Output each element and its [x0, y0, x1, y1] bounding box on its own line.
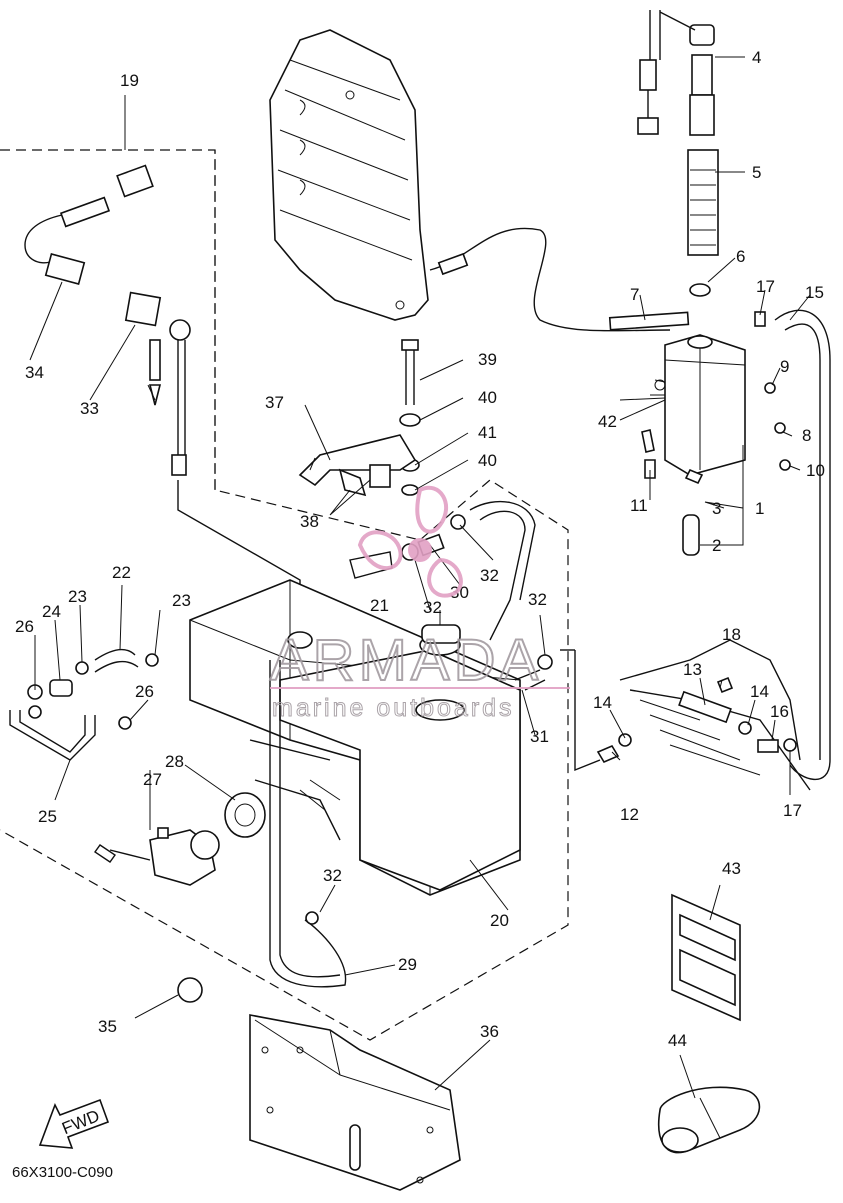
diagram-code: 66X3100-C090 — [12, 1164, 113, 1181]
sub-tank-assembly — [608, 10, 831, 781]
callout-22: 22 — [112, 563, 131, 582]
callout-9: 9 — [780, 357, 789, 376]
callout-2: 2 — [712, 536, 721, 555]
callout-6: 6 — [736, 247, 745, 266]
callout-14a: 14 — [593, 693, 612, 712]
callout-32b: 32 — [423, 598, 442, 617]
engine-cover — [269, 29, 671, 332]
callout-26a: 26 — [15, 617, 34, 636]
callout-41: 41 — [478, 423, 497, 442]
callout-34: 34 — [25, 363, 44, 382]
callout-15: 15 — [805, 283, 824, 302]
callout-16: 16 — [770, 702, 789, 721]
callout-13: 13 — [683, 660, 702, 679]
leader-lines — [29, 56, 811, 1099]
right-hoses — [560, 639, 811, 791]
callout-4: 4 — [752, 48, 761, 67]
protective-sleeve — [658, 1086, 761, 1154]
fuel-pump — [94, 792, 266, 886]
callout-24: 24 — [42, 602, 61, 621]
callout-30: 30 — [450, 583, 469, 602]
callout-23a: 23 — [68, 587, 87, 606]
callout-36: 36 — [480, 1022, 499, 1041]
callout-26b: 26 — [135, 682, 154, 701]
callout-27: 27 — [143, 770, 162, 789]
callout-12: 12 — [620, 805, 639, 824]
callout-40b: 40 — [478, 451, 497, 470]
callout-8: 8 — [802, 426, 811, 445]
callout-7: 7 — [630, 285, 639, 304]
fwd-arrow: FWD — [38, 1098, 110, 1149]
callout-37: 37 — [265, 393, 284, 412]
callout-17b: 17 — [783, 801, 802, 820]
callout-33: 33 — [80, 399, 99, 418]
fwd-label: FWD — [59, 1106, 102, 1138]
propeller-logo-icon — [357, 485, 463, 598]
callout-21: 21 — [370, 596, 389, 615]
callout-39: 39 — [478, 350, 497, 369]
callout-11: 11 — [630, 496, 648, 515]
callout-43: 43 — [722, 859, 741, 878]
left-fuel-hoses — [9, 648, 159, 761]
callout-25: 25 — [38, 807, 57, 826]
callout-1: 1 — [755, 499, 764, 518]
callout-19: 19 — [120, 71, 139, 90]
mounting-hardware — [298, 339, 421, 497]
callout-labels: 4 5 6 7 17 15 9 42 8 10 11 3 1 2 19 34 3… — [15, 48, 825, 1050]
callout-32a: 32 — [480, 566, 499, 585]
mounting-bracket — [249, 1014, 461, 1191]
fuel-tank — [189, 579, 521, 896]
wiring-harness — [24, 164, 301, 640]
callout-3: 3 — [712, 499, 721, 518]
callout-29: 29 — [398, 955, 417, 974]
watermark: ARMADA marine outboards — [269, 485, 570, 723]
callout-28: 28 — [165, 752, 184, 771]
callout-38: 38 — [300, 512, 319, 531]
callout-23b: 23 — [172, 591, 191, 610]
callout-32d: 32 — [323, 866, 342, 885]
watermark-subtitle: marine outboards — [272, 694, 515, 722]
callout-17a: 17 — [756, 277, 775, 296]
callout-10: 10 — [806, 461, 825, 480]
callout-44: 44 — [668, 1031, 687, 1050]
caution-label — [671, 893, 741, 1022]
callout-20: 20 — [490, 911, 509, 930]
callout-31: 31 — [530, 727, 549, 746]
callout-40a: 40 — [478, 388, 497, 407]
center-hoses — [177, 500, 553, 1003]
callout-32c: 32 — [528, 590, 547, 609]
callout-5: 5 — [752, 163, 761, 182]
callout-14b: 14 — [750, 682, 769, 701]
assembly-boundary — [0, 149, 569, 1041]
watermark-title: ARMADA — [270, 628, 542, 693]
callout-35: 35 — [98, 1017, 117, 1036]
callout-42: 42 — [598, 412, 617, 431]
callout-18: 18 — [722, 625, 741, 644]
